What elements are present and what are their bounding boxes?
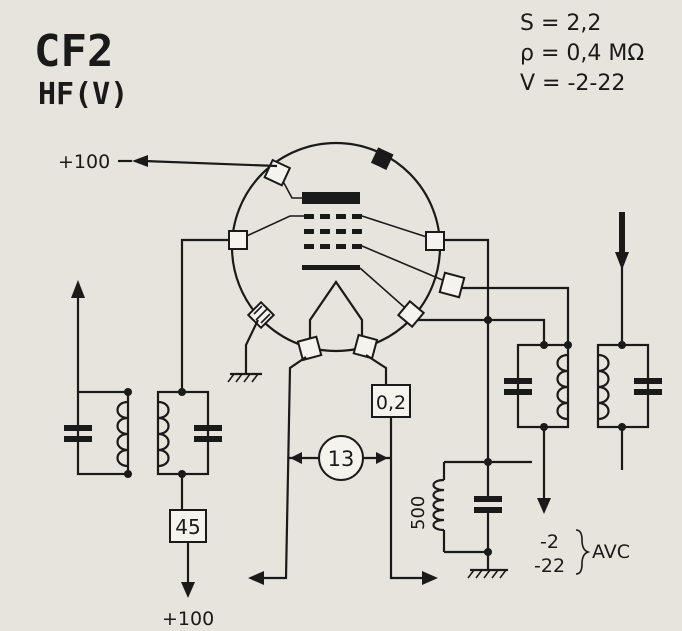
arrow-down-icon: [615, 252, 629, 270]
junction-dot: [540, 341, 548, 349]
rt-capacitor-plate-a: [504, 378, 532, 384]
resistor-02-label: 0,2: [376, 392, 406, 414]
rt-capacitor2-plate-a: [634, 378, 662, 384]
right-capacitor-plate-a: [194, 425, 222, 431]
ground-hatch: [227, 373, 259, 383]
spec-slope: S = 2,2: [520, 11, 601, 36]
pin-cathode: [396, 299, 426, 329]
resistor-45-label: 45: [175, 515, 200, 539]
resistor-500-coil: [432, 478, 445, 532]
pin-heater-1: [296, 335, 323, 362]
pin-g3: [425, 231, 445, 251]
heater-voltage-circle: [318, 435, 364, 481]
screen-to-coil-wire: [180, 238, 229, 392]
arrow-down-icon: [537, 498, 551, 514]
right-capacitor-plate-b: [194, 436, 222, 442]
junction-dot: [178, 388, 186, 396]
bypass-cap-plate-a: [474, 496, 502, 502]
resistor-45-box: [169, 509, 207, 543]
screen-grid: [304, 214, 362, 219]
rt-capacitor-plate-b: [504, 389, 532, 395]
pin-screen: [228, 230, 248, 250]
arrow-left-icon: [290, 452, 302, 464]
junction-dot: [124, 470, 132, 478]
screen-lead: [237, 215, 304, 241]
junction-dot: [484, 548, 492, 556]
input-lead-thick: [619, 212, 625, 252]
pin-anode: [263, 158, 292, 187]
arrow-down-icon: [181, 582, 195, 598]
g1-to-coil-wire: [462, 286, 570, 345]
tube-type-label: CF2: [34, 26, 113, 77]
right-secondary-coil: [597, 353, 610, 421]
left-secondary-coil: [157, 400, 170, 468]
junction-dot: [124, 388, 132, 396]
avc-value-2: -22: [534, 555, 565, 577]
cathode: [302, 265, 360, 270]
heater-return-wire: [389, 417, 424, 580]
junction-dot: [484, 316, 492, 324]
pin-top-cap: [370, 147, 394, 170]
arrow-right-icon: [422, 571, 438, 585]
g3-to-cathode-wire: [444, 238, 490, 462]
avc-brace: [575, 529, 591, 575]
avc-label: AVC: [592, 541, 630, 563]
heater-voltage-label: 13: [328, 447, 355, 471]
suppressor-grid: [304, 229, 362, 234]
arrow-up-icon: [71, 280, 85, 298]
supply-top-label: +100: [58, 151, 110, 173]
ground-hatch: [467, 569, 507, 579]
avc-value-1: -2: [540, 531, 559, 553]
resistor-500-label: 500: [408, 496, 429, 530]
spec-resistance: ρ = 0,4 MΩ: [520, 41, 644, 66]
arrow-right-icon: [376, 452, 388, 464]
left-capacitor-plate-a: [64, 425, 92, 431]
g1-lead: [361, 245, 453, 285]
heater-filament: [308, 280, 364, 340]
g3-lead: [361, 215, 437, 241]
anode-supply-wire: [143, 159, 278, 168]
control-grid: [304, 244, 362, 249]
rt-capacitor2-plate-b: [634, 389, 662, 395]
arrow-left-icon: [248, 571, 264, 585]
shield-ground-wire: [244, 319, 259, 374]
cathode-lead: [359, 267, 413, 315]
heater-lead-right: [365, 354, 388, 385]
cathode-to-coil-wire: [418, 318, 546, 345]
heater-lead-left: [262, 356, 307, 580]
tube-function-label: HF(V): [38, 77, 128, 112]
right-primary-coil: [556, 353, 569, 421]
junction-dot: [564, 341, 572, 349]
left-capacitor-plate-b: [64, 436, 92, 442]
left-primary-coil: [116, 400, 129, 468]
supply-bottom-label: +100: [162, 608, 214, 630]
arrow-left-icon: [132, 155, 148, 167]
pin-shield-hatch: [253, 305, 271, 324]
anode-plate: [302, 192, 360, 204]
bypass-cap-plate-b: [474, 507, 502, 513]
pin-heater-2: [352, 333, 379, 360]
resistor-02-box: [371, 384, 411, 418]
spec-voltage: V = -2-22: [520, 71, 625, 96]
pin-g1: [438, 271, 466, 299]
